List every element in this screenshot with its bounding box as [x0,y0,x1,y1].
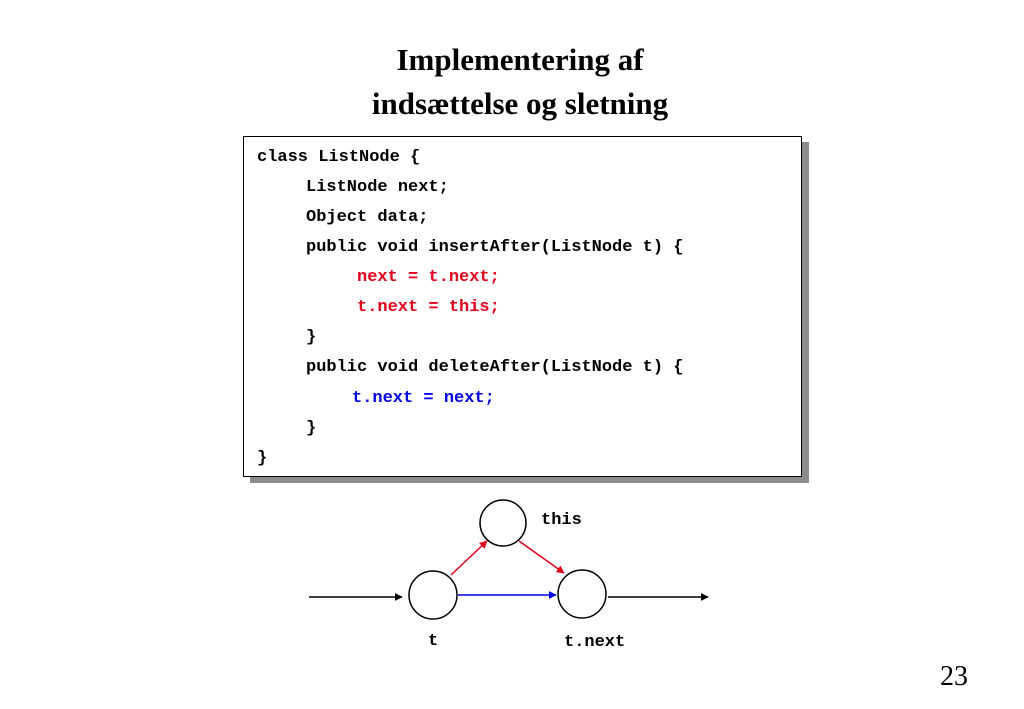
code-line-next-field: ListNode next; [306,178,449,197]
code-line-class-decl: class ListNode { [257,148,421,167]
slide-title: Implementering af indsættelse og sletnin… [0,38,1024,126]
code-box [243,136,802,477]
title-line-2: indsættelse og sletning [371,86,669,121]
code-line-insert-step-2: t.next = this; [357,298,500,317]
code-line-data-field: Object data; [306,208,429,227]
code-line-insert-signature: public void insertAfter(ListNode t) { [306,238,684,257]
label-t: t [428,632,439,651]
insert-link-arrow-2 [518,540,565,574]
code-line-insert-close: } [306,328,317,347]
label-t-next: t.next [564,633,626,652]
title-line-1: Implementering af [396,42,644,77]
node-t-next [557,569,607,619]
insert-link-arrow-1 [450,540,488,576]
code-line-delete-step: t.next = next; [352,389,495,408]
label-this: this [541,511,582,530]
code-line-class-close: } [257,449,268,468]
node-this [479,499,527,547]
code-line-insert-step-1: next = t.next; [357,268,500,287]
node-t [408,570,458,620]
page-number: 23 [940,661,968,692]
code-line-delete-signature: public void deleteAfter(ListNode t) { [306,358,684,377]
code-line-delete-close: } [306,419,317,438]
